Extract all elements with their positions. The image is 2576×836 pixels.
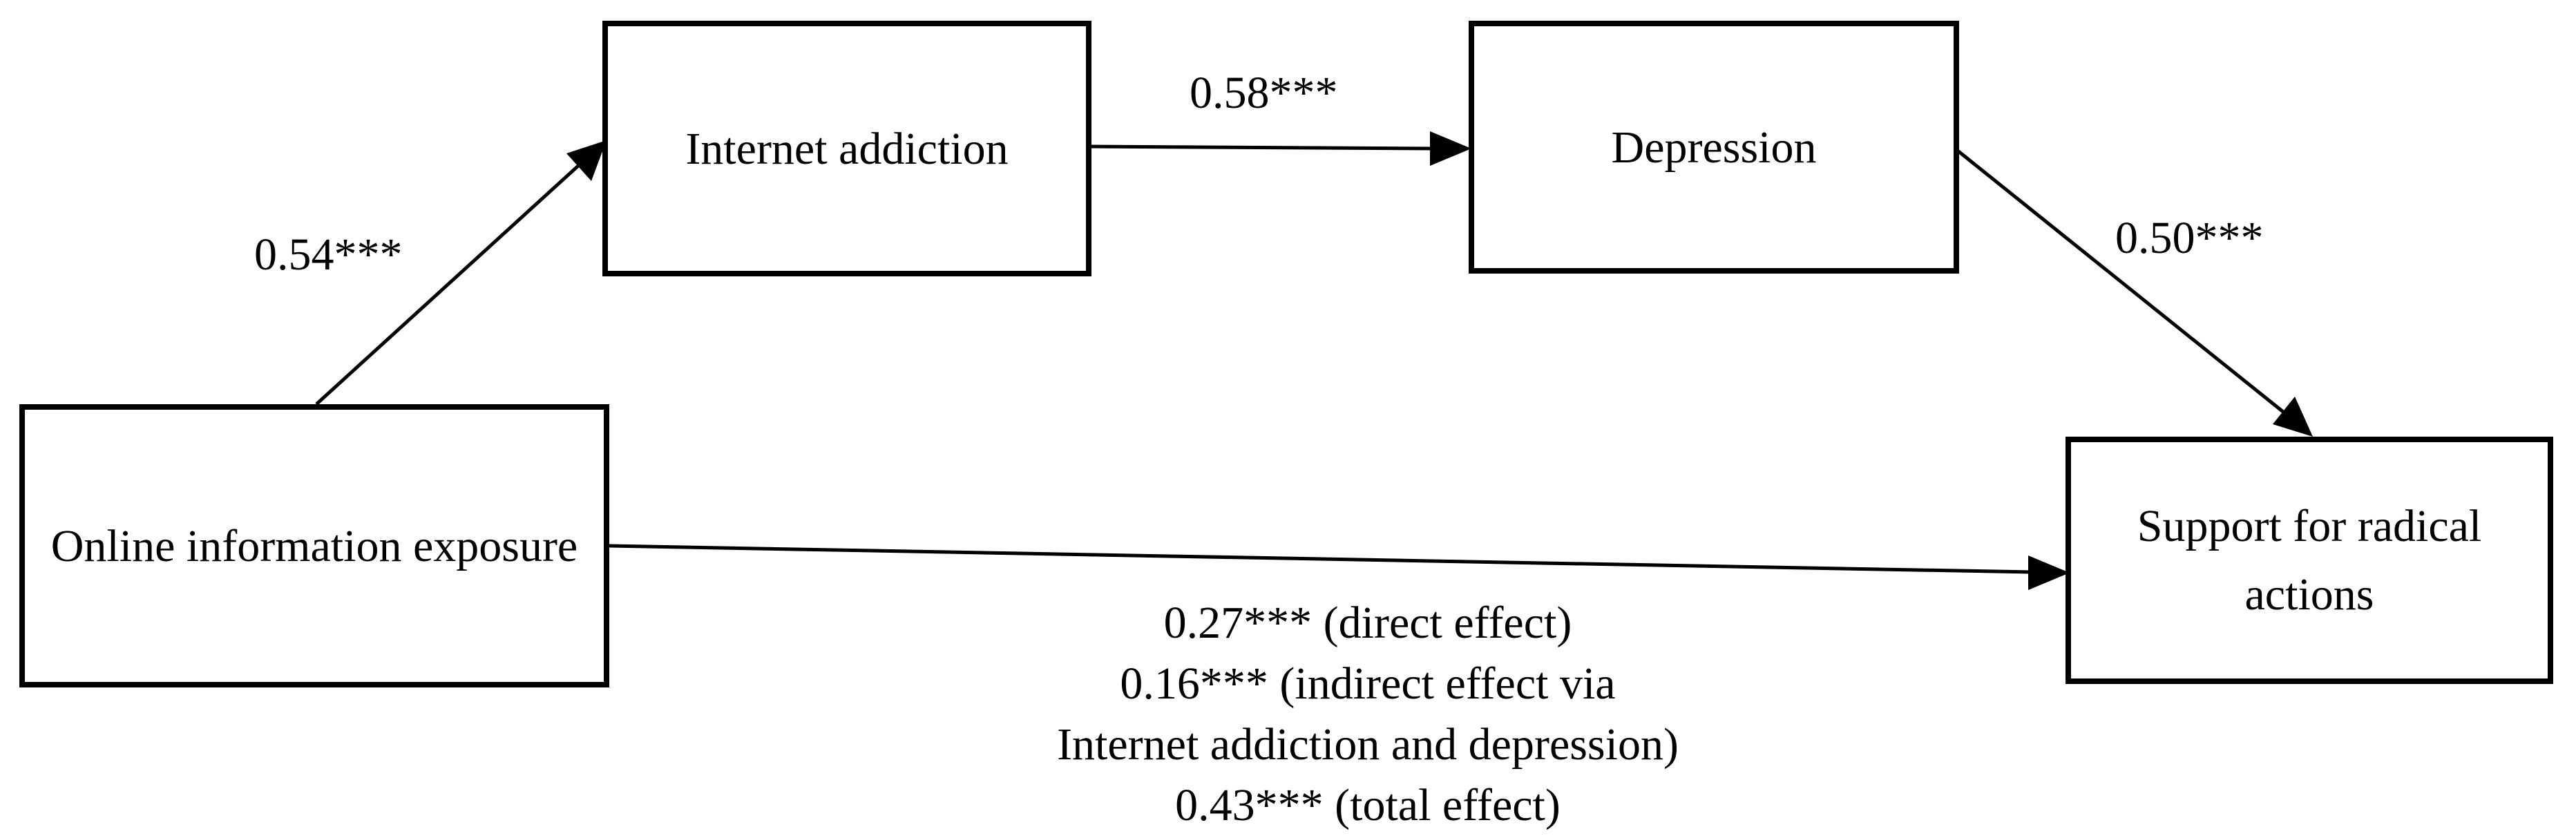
effects-summary: 0.27*** (direct effect) 0.16*** (indirec…: [953, 593, 1782, 836]
effect-line-indirect-1: 0.16*** (indirect effect via: [1120, 658, 1616, 709]
edge-label-depression-to-support: 0.50***: [2115, 213, 2264, 263]
node-label-exposure: Online information exposure: [50, 520, 578, 571]
effect-line-indirect-2: Internet addiction and depression): [1057, 719, 1679, 770]
node-depression: Depression: [1469, 21, 1959, 274]
node-label-support: Support for radical actions: [2137, 501, 2482, 620]
node-online-information-exposure: Online information exposure: [19, 404, 609, 687]
arrowhead-depression-to-support: [2273, 397, 2313, 437]
node-label-addiction: Internet addiction: [685, 123, 1009, 174]
node-label-depression: Depression: [1611, 122, 1817, 173]
node-internet-addiction: Internet addiction: [602, 21, 1091, 276]
arrowhead-addiction-to-depression: [1430, 131, 1471, 166]
edge-label-addiction-to-depression: 0.58***: [1190, 68, 1338, 118]
arrow-exposure-to-addiction: [315, 144, 602, 406]
effect-line-total: 0.43*** (total effect): [1175, 780, 1561, 830]
arrowhead-exposure-to-addiction: [566, 140, 607, 181]
arrowhead-exposure-to-support: [2028, 555, 2070, 590]
arrow-depression-to-support: [1954, 147, 2288, 416]
edge-label-exposure-to-addiction: 0.54***: [254, 229, 403, 280]
arrow-exposure-to-support: [609, 544, 2032, 574]
effect-line-direct: 0.27*** (direct effect): [1163, 598, 1572, 648]
arrow-addiction-to-depression: [1085, 144, 1438, 151]
node-support-for-radical-actions: Support for radical actions: [2065, 437, 2553, 684]
